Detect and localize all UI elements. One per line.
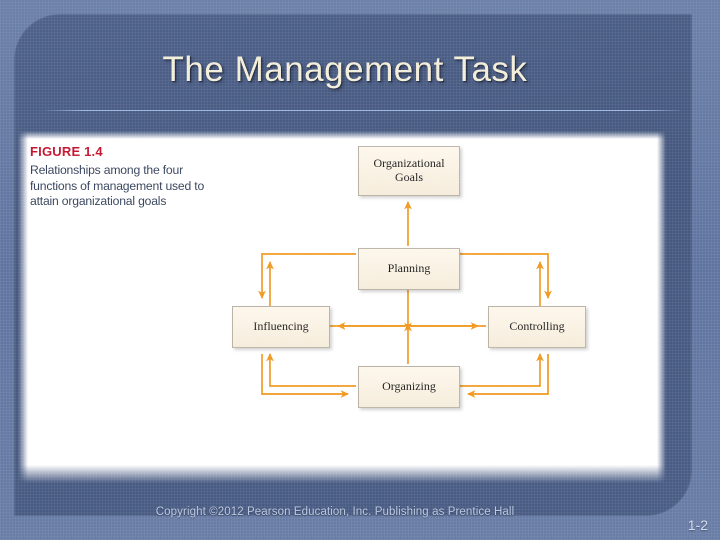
title-divider: [46, 110, 680, 111]
slide-number: 1-2: [687, 517, 708, 533]
node-planning[interactable]: Planning: [358, 248, 460, 290]
node-organizing[interactable]: Organizing: [358, 366, 460, 408]
figure-label: FIGURE 1.4: [30, 144, 103, 159]
node-organizing-label: Organizing: [382, 379, 436, 394]
figure-caption-block: FIGURE 1.4 Relationships among the four …: [30, 144, 210, 209]
node-controlling-label: Controlling: [509, 319, 565, 334]
node-influencing[interactable]: Influencing: [232, 306, 330, 348]
management-functions-diagram: Organizational Goals Planning Influencin…: [210, 138, 660, 418]
arrow-influencing-to-organizing: [261, 354, 349, 398]
arrow-organizing-to-controlling: [460, 353, 544, 387]
arrow-organizing-to-influencing: [266, 353, 356, 387]
arrow-planning-to-influencing: [258, 253, 356, 299]
node-organizational-goals-label: Organizational Goals: [373, 156, 445, 184]
figure-caption-text: Relationships among the four functions o…: [30, 163, 205, 208]
arrow-controlling-to-organizing: [467, 354, 549, 398]
arrow-planning-to-controlling: [460, 253, 552, 299]
node-controlling[interactable]: Controlling: [488, 306, 586, 348]
node-planning-label: Planning: [387, 261, 431, 276]
footer-copyright: Copyright ©2012 Pearson Education, Inc. …: [155, 506, 515, 518]
node-influencing-label: Influencing: [253, 319, 309, 334]
node-organizational-goals[interactable]: Organizational Goals: [358, 146, 460, 196]
diagram-arrows-layer: [258, 201, 552, 398]
page-title: The Management Task: [162, 50, 528, 89]
